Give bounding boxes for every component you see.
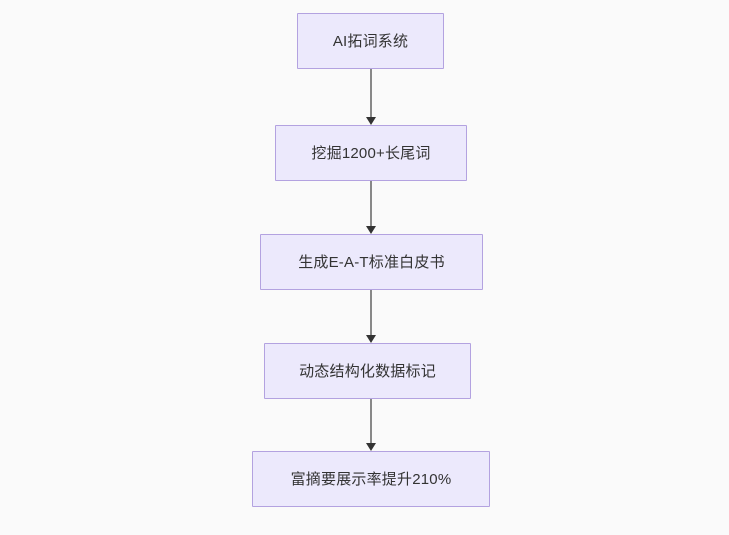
edge-n4-n5 [370,399,372,443]
flow-node-structured-data-markup[interactable]: 动态结构化数据标记 [264,343,471,399]
edge-n4-n5-arrowhead [366,443,376,451]
edge-n2-n3 [370,181,372,226]
edge-n1-n2 [370,69,372,117]
flow-node-label: 生成E-A-T标准白皮书 [298,253,445,271]
flow-node-rich-snippet-result[interactable]: 富摘要展示率提升210% [252,451,490,507]
flow-node-eat-whitepaper[interactable]: 生成E-A-T标准白皮书 [260,234,483,290]
flow-node-label: 富摘要展示率提升210% [290,470,452,488]
flow-node-label: 挖掘1200+长尾词 [311,144,431,162]
edge-n1-n2-arrowhead [366,117,376,125]
flow-node-label: AI拓词系统 [332,32,409,50]
flow-node-ai-keyword-system[interactable]: AI拓词系统 [297,13,444,69]
edge-n3-n4-arrowhead [366,335,376,343]
edge-n2-n3-arrowhead [366,226,376,234]
flow-node-longtail-mining[interactable]: 挖掘1200+长尾词 [275,125,467,181]
edge-n3-n4 [370,290,372,335]
flow-node-label: 动态结构化数据标记 [299,362,436,380]
